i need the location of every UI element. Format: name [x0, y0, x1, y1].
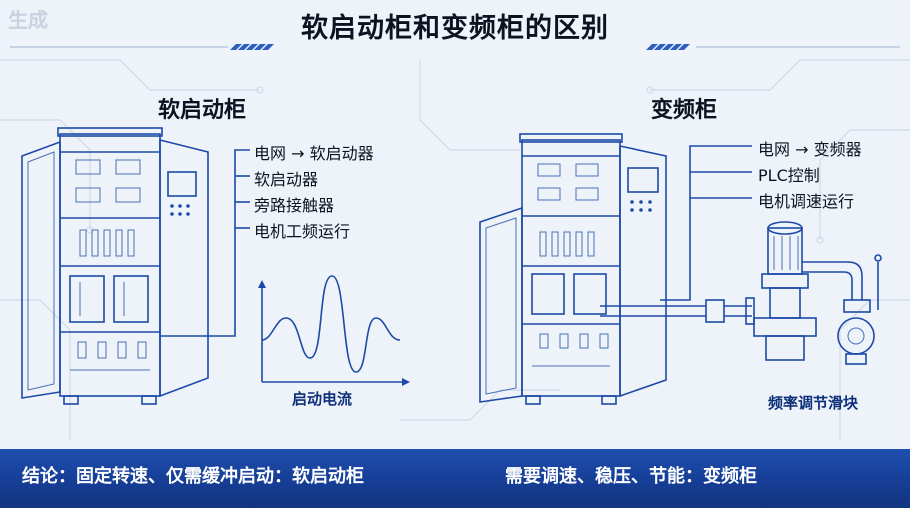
- page-title: 软启动柜和变频柜的区别: [301, 13, 609, 44]
- soft-starter-label-4: 电机工频运行: [254, 222, 351, 241]
- conclusion-right: 需要调速、稳压、节能：变频柜: [505, 466, 757, 487]
- vfd-label-2: PLC控制: [758, 166, 820, 185]
- vfd-heading: 变频柜: [651, 98, 718, 123]
- soft-starter-label-2: 软启动器: [254, 170, 319, 189]
- frequency-slider-caption: 频率调节滑块: [768, 394, 859, 412]
- graph-caption: 启动电流: [292, 390, 353, 408]
- soft-starter-heading: 软启动柜: [158, 98, 247, 123]
- conclusion-left: 结论：固定转速、仅需缓冲启动：软启动柜: [22, 466, 364, 487]
- conclusion-bar: [0, 449, 910, 508]
- soft-starter-label-1: 电网 → 软启动器: [254, 144, 374, 163]
- soft-starter-label-3: 旁路接触器: [254, 196, 335, 215]
- vfd-label-1: 电网 → 变频器: [758, 140, 862, 159]
- vfd-label-3: 电机调速运行: [758, 192, 855, 211]
- corner-watermark: 生成: [8, 8, 48, 32]
